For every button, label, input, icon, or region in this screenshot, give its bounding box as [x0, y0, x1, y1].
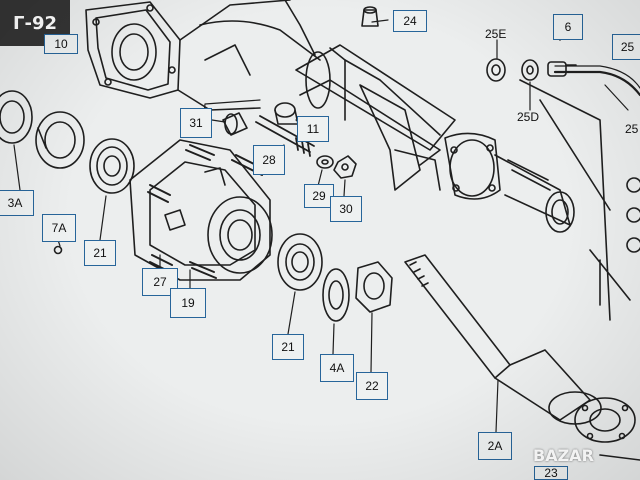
- nut-30: [333, 155, 357, 179]
- vent-cap-24: [361, 6, 379, 27]
- fitting-25e: [486, 58, 506, 82]
- carrier-housing: [129, 139, 273, 281]
- stub-shaft: [494, 154, 575, 233]
- seal-7a: [35, 111, 85, 169]
- washer-4a: [322, 268, 350, 322]
- part-label-7a: 7A: [42, 214, 76, 242]
- axle-tube: [295, 44, 456, 191]
- part-label-2a: 2A: [478, 432, 512, 460]
- part-label-25d: 25D: [517, 110, 540, 124]
- fitting-25d: [521, 59, 539, 81]
- part-label-22: 22: [356, 372, 388, 400]
- part-label-24: 24: [393, 10, 427, 32]
- small-pin-7a: [53, 245, 63, 255]
- brake-line: [547, 61, 640, 97]
- part-label-25-top-right: 25: [612, 34, 640, 60]
- part-label-30: 30: [330, 196, 362, 222]
- gearbox-housing: [85, 0, 321, 111]
- part-label-4a: 4A: [320, 354, 354, 382]
- part-label-27: 27: [142, 268, 178, 296]
- part-label-10: 10: [44, 34, 78, 54]
- flange-23: [574, 397, 640, 461]
- bushing-11: [274, 102, 299, 125]
- part-label-3a: 3A: [0, 190, 34, 216]
- page-code-badge: Г-92: [0, 0, 70, 46]
- nut-22: [355, 261, 393, 313]
- washer-29: [316, 155, 334, 169]
- bearing-21-mid: [277, 233, 323, 291]
- axle-flange: [444, 132, 501, 200]
- part-label-21-mid: 21: [272, 334, 304, 360]
- frame-lines: [519, 79, 631, 321]
- sleeve-31: [222, 112, 248, 136]
- watermark-logo: BAZAR: [533, 446, 594, 465]
- part-label-29: 29: [304, 184, 334, 208]
- part-label-6: 6: [553, 14, 583, 40]
- part-label-19: 19: [170, 288, 206, 318]
- right-fasteners: [626, 177, 640, 253]
- seal-3a: [0, 90, 33, 144]
- part-label-28: 28: [253, 145, 285, 175]
- part-label-25e: 25E: [485, 27, 507, 41]
- driveshaft-2a: [404, 254, 602, 425]
- part-label-21-left: 21: [84, 240, 116, 266]
- part-label-23: 23: [534, 466, 568, 480]
- bearing-21-left: [89, 138, 135, 194]
- part-label-25-right: 25: [625, 122, 639, 136]
- part-label-31: 31: [180, 108, 212, 138]
- part-label-11: 11: [297, 116, 329, 142]
